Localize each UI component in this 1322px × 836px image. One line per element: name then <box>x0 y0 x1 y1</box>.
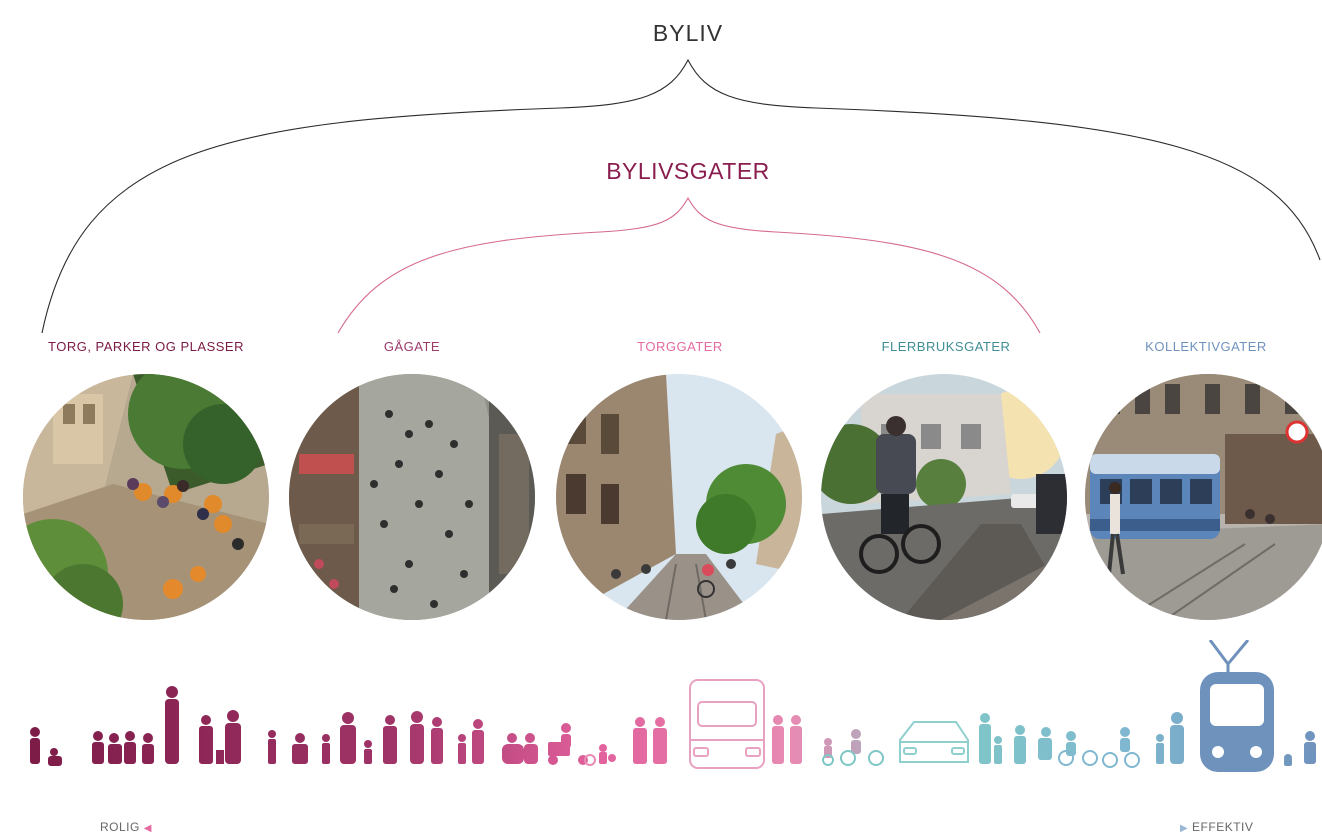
photo-torg-parker-plasser <box>23 374 269 620</box>
photo-flerbruksgater <box>821 374 1067 620</box>
category-label-torg: TORG, PARKER OG PLASSER <box>48 339 244 354</box>
legend-left-label: ROLIG <box>100 820 140 834</box>
category-label-flerbruksgater: FLERBRUKSGATER <box>881 339 1011 354</box>
bylivsgater-title: BYLIVSGATER <box>606 158 770 184</box>
category-label-kollektivgater: KOLLEKTIVGATER <box>1145 339 1267 354</box>
byliv-brace <box>41 58 1321 334</box>
byliv-title: BYLIV <box>652 20 724 46</box>
photo-torggater <box>556 374 802 620</box>
photo-kollektivgater <box>1085 374 1322 620</box>
legend-rolig: ROLIG ◀ <box>100 820 152 834</box>
category-label-torggater: TORGGATER <box>637 339 723 354</box>
left-arrow-icon: ◀ <box>143 823 152 834</box>
right-arrow-icon: ▶ <box>1180 823 1189 834</box>
legend-right-label: EFFEKTIV <box>1192 820 1254 834</box>
bylivsgater-brace <box>337 196 1041 334</box>
photo-gagate <box>289 374 535 620</box>
category-label-gagate: GÅGATE <box>383 339 441 354</box>
legend-effektiv: ▶ EFFEKTIV <box>1180 820 1253 834</box>
urban-life-silhouettes <box>30 640 1316 772</box>
